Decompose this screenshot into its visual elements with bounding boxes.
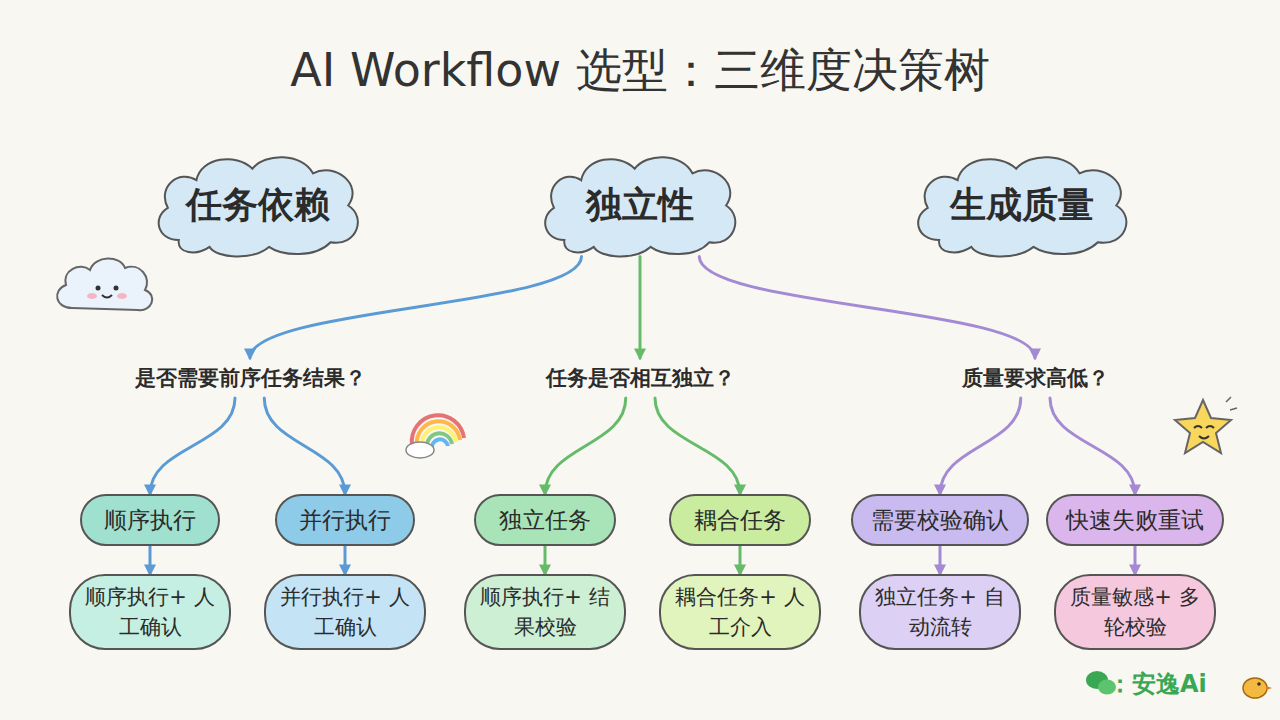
option-pill: 顺序执行 xyxy=(80,494,220,546)
node-text: 生成质量 xyxy=(950,181,1094,230)
branch-arrow xyxy=(940,398,1021,494)
branch-arrow xyxy=(344,546,347,574)
branch-arrow xyxy=(150,398,235,494)
node-text: 质量敏感+ 多轮校验 xyxy=(1070,582,1200,642)
dimension-cloud: 任务依赖 xyxy=(148,148,368,263)
result-pill: 质量敏感+ 多轮校验 xyxy=(1054,574,1216,650)
node-text: 独立任务+ 自动流转 xyxy=(875,582,1005,642)
branch-arrow xyxy=(655,398,740,494)
branch-arrow xyxy=(250,257,582,359)
result-pill: 顺序执行+ 结果校验 xyxy=(464,574,626,650)
branch-arrow xyxy=(739,546,742,574)
option-pill: 需要校验确认 xyxy=(851,494,1029,546)
branch-arrow xyxy=(264,398,345,494)
node-text: 独立性 xyxy=(586,181,694,230)
decision-question: 任务是否相互独立？ xyxy=(490,358,790,398)
branch-arrow xyxy=(699,257,1035,359)
node-text: 耦合任务+ 人工介入 xyxy=(675,582,805,642)
dimension-cloud: 生成质量 xyxy=(907,148,1137,263)
diagram-title: AI Workflow 选型：三维度决策树 xyxy=(0,40,1280,102)
dimension-cloud: 独立性 xyxy=(535,148,745,263)
node-text: 需要校验确认 xyxy=(871,505,1009,536)
result-pill: 顺序执行+ 人工确认 xyxy=(69,574,231,650)
watermark: ：安逸Ai xyxy=(1108,668,1207,700)
result-pill: 并行执行+ 人工确认 xyxy=(264,574,426,650)
option-pill: 耦合任务 xyxy=(669,494,811,546)
bird-icon xyxy=(1243,678,1272,698)
decision-question: 质量要求高低？ xyxy=(905,358,1165,398)
result-pill: 独立任务+ 自动流转 xyxy=(859,574,1021,650)
node-text: 顺序执行+ 结果校验 xyxy=(480,582,610,642)
smiley-cloud xyxy=(57,258,152,310)
branch-arrow xyxy=(1050,398,1135,494)
branch-arrow xyxy=(1134,546,1137,574)
star xyxy=(1175,397,1237,453)
branch-arrow xyxy=(544,546,547,574)
option-pill: 快速失败重试 xyxy=(1046,494,1224,546)
node-text: 快速失败重试 xyxy=(1066,505,1204,536)
branch-arrow xyxy=(149,546,152,574)
node-text: 并行执行 xyxy=(299,505,391,536)
node-text: 顺序执行 xyxy=(104,505,196,536)
node-text: 任务是否相互独立？ xyxy=(546,364,735,392)
option-pill: 并行执行 xyxy=(275,494,415,546)
node-text: 顺序执行+ 人工确认 xyxy=(85,582,215,642)
node-text: 质量要求高低？ xyxy=(962,364,1109,392)
result-pill: 耦合任务+ 人工介入 xyxy=(659,574,821,650)
branch-arrow xyxy=(939,546,942,574)
branch-arrow xyxy=(639,257,642,359)
node-text: 任务依赖 xyxy=(186,181,330,230)
node-text: 独立任务 xyxy=(499,505,591,536)
rainbow xyxy=(406,415,464,458)
node-text: 并行执行+ 人工确认 xyxy=(280,582,410,642)
node-text: 是否需要前序任务结果？ xyxy=(135,364,366,392)
decision-question: 是否需要前序任务结果？ xyxy=(90,358,410,398)
branch-arrow xyxy=(545,398,626,494)
option-pill: 独立任务 xyxy=(474,494,616,546)
node-text: 耦合任务 xyxy=(694,505,786,536)
